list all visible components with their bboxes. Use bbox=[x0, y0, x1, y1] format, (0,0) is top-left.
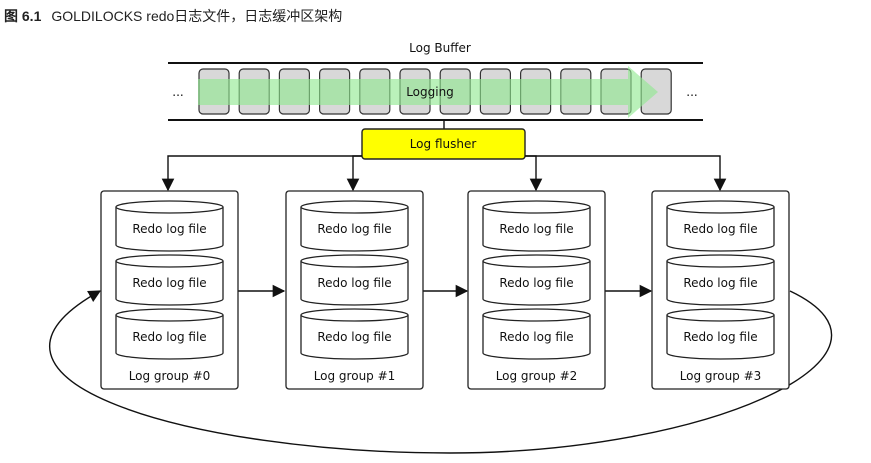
cylinder-body bbox=[300, 207, 409, 252]
log-group-label: Log group #2 bbox=[496, 369, 578, 383]
cylinder-body bbox=[115, 261, 224, 306]
redo-log-file-cylinder: Redo log file bbox=[115, 200, 224, 252]
cylinder-top bbox=[482, 200, 591, 214]
cylinder-body bbox=[115, 315, 224, 360]
redo-log-file-label: Redo log file bbox=[683, 330, 757, 344]
cylinder-top bbox=[300, 308, 409, 322]
flusher-to-group-3-arrow bbox=[525, 155, 727, 192]
log-buffer-ellipsis-right: ... bbox=[686, 85, 697, 99]
log-group-label: Log group #3 bbox=[680, 369, 762, 383]
log-buffer-ellipsis-left: ... bbox=[172, 85, 183, 99]
cylinder-top bbox=[666, 308, 775, 322]
cylinder-top bbox=[300, 200, 409, 214]
redo-log-file-label: Redo log file bbox=[317, 276, 391, 290]
redo-log-file-label: Redo log file bbox=[317, 330, 391, 344]
figure-number: 图 6.1 bbox=[4, 8, 42, 24]
redo-log-file-label: Redo log file bbox=[683, 222, 757, 236]
cylinder-body bbox=[666, 261, 775, 306]
redo-log-file-cylinder: Redo log file bbox=[666, 254, 775, 306]
log-buffer-title: Log Buffer bbox=[409, 41, 471, 55]
redo-log-file-label: Redo log file bbox=[132, 330, 206, 344]
redo-log-file-cylinder: Redo log file bbox=[300, 308, 409, 360]
redo-log-file-cylinder: Redo log file bbox=[482, 308, 591, 360]
log-flusher-label: Log flusher bbox=[410, 137, 477, 151]
log-group-label: Log group #0 bbox=[129, 369, 211, 383]
cylinder-top bbox=[482, 308, 591, 322]
redo-log-file-label: Redo log file bbox=[132, 222, 206, 236]
redo-log-file-cylinder: Redo log file bbox=[482, 200, 591, 252]
cylinder-body bbox=[300, 261, 409, 306]
redo-log-file-label: Redo log file bbox=[499, 222, 573, 236]
flusher-to-group-2-arrow bbox=[525, 155, 543, 192]
redo-log-file-cylinder: Redo log file bbox=[300, 254, 409, 306]
logging-arrow bbox=[198, 66, 658, 118]
flusher-to-group-1-arrow bbox=[346, 155, 362, 192]
redo-log-file-label: Redo log file bbox=[499, 276, 573, 290]
cylinder-body bbox=[300, 315, 409, 360]
redo-log-file-label: Redo log file bbox=[317, 222, 391, 236]
cylinder-body bbox=[482, 207, 591, 252]
redo-log-file-cylinder: Redo log file bbox=[115, 254, 224, 306]
cylinder-top bbox=[666, 200, 775, 214]
cylinder-body bbox=[666, 207, 775, 252]
redo-log-file-cylinder: Redo log file bbox=[666, 200, 775, 252]
redo-log-file-cylinder: Redo log file bbox=[115, 308, 224, 360]
group-3-to-0-wraparound-arrow bbox=[48, 290, 832, 454]
cylinder-top bbox=[482, 254, 591, 268]
cylinder-body bbox=[482, 261, 591, 306]
cylinder-top bbox=[115, 254, 224, 268]
redo-log-file-label: Redo log file bbox=[499, 330, 573, 344]
log-group-label: Log group #1 bbox=[314, 369, 396, 383]
cylinder-top bbox=[115, 308, 224, 322]
redo-log-file-label: Redo log file bbox=[683, 276, 757, 290]
cylinder-body bbox=[666, 315, 775, 360]
figure-title: GOLDILOCKS redo日志文件，日志缓冲区架构 bbox=[51, 8, 343, 24]
cylinder-top bbox=[115, 200, 224, 214]
redo-log-file-cylinder: Redo log file bbox=[482, 254, 591, 306]
flusher-to-group-0-arrow bbox=[161, 155, 362, 192]
redo-log-file-label: Redo log file bbox=[132, 276, 206, 290]
logging-label: Logging bbox=[406, 85, 454, 99]
cylinder-top bbox=[666, 254, 775, 268]
redo-log-file-cylinder: Redo log file bbox=[666, 308, 775, 360]
log-flusher-box bbox=[361, 128, 526, 160]
cylinder-body bbox=[482, 315, 591, 360]
cylinder-top bbox=[300, 254, 409, 268]
cylinder-body bbox=[115, 207, 224, 252]
redo-log-file-cylinder: Redo log file bbox=[300, 200, 409, 252]
figure-caption: 图 6.1 GOLDILOCKS redo日志文件，日志缓冲区架构 bbox=[4, 6, 342, 26]
